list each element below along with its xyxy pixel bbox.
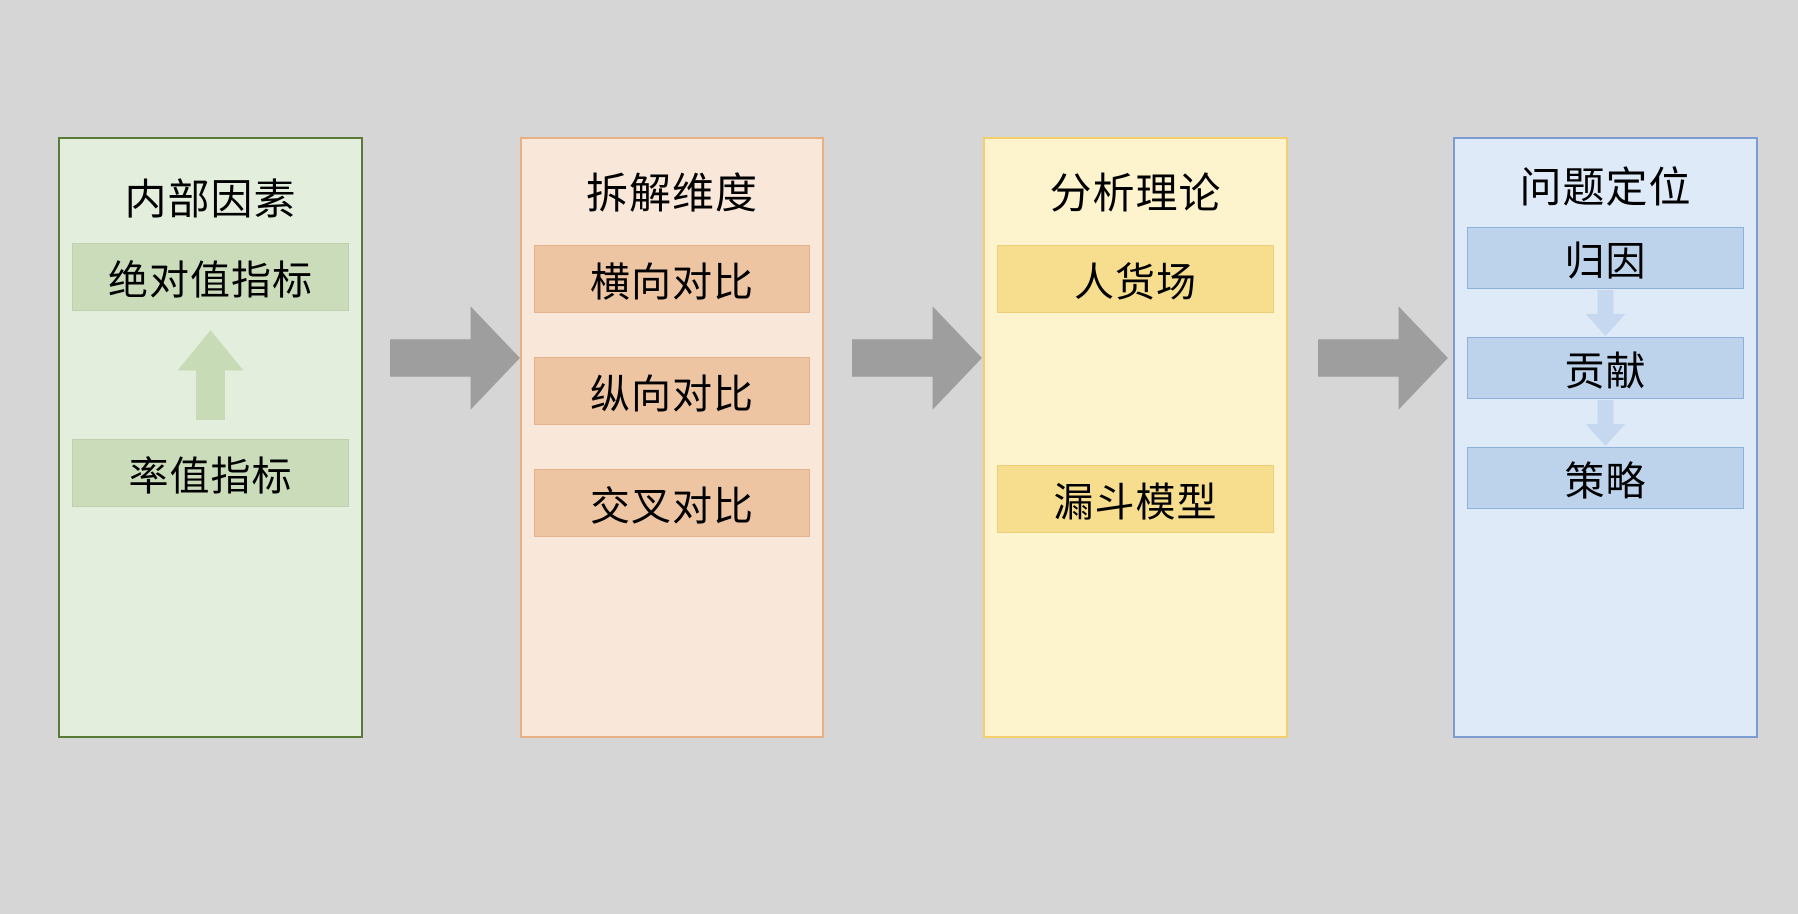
arrow-up-container xyxy=(60,311,361,439)
spacer xyxy=(522,313,822,357)
spacer xyxy=(985,389,1286,465)
item-horizontal-comparison[interactable]: 横向对比 xyxy=(534,245,810,313)
arrow-down-icon xyxy=(1585,290,1626,336)
panel-analysis-theory[interactable]: 分析理论 人货场 漏斗模型 xyxy=(983,137,1288,738)
item-attribution[interactable]: 归因 xyxy=(1467,227,1744,289)
arrow-right-icon xyxy=(852,306,982,410)
arrow-down-icon xyxy=(1585,400,1626,446)
arrow-up-icon xyxy=(177,330,244,420)
panel-title: 内部因素 xyxy=(124,176,297,223)
spacer xyxy=(985,313,1286,389)
panel-title: 问题定位 xyxy=(1519,164,1692,211)
item-strategy[interactable]: 策略 xyxy=(1467,447,1744,509)
connector-arrow-1 xyxy=(390,303,520,413)
arrow-right-icon xyxy=(390,306,520,410)
arrow-down-container-2 xyxy=(1455,399,1756,447)
item-people-goods-place[interactable]: 人货场 xyxy=(997,245,1274,313)
item-rate-value-metric[interactable]: 率值指标 xyxy=(72,439,349,507)
panel-title: 拆解维度 xyxy=(585,170,758,217)
panel-problem-location[interactable]: 问题定位 归因 贡献 策略 xyxy=(1453,137,1758,738)
panel-title: 分析理论 xyxy=(1049,170,1222,217)
arrow-right-icon xyxy=(1318,306,1448,410)
connector-arrow-2 xyxy=(852,303,982,413)
panel-breakdown-dimension[interactable]: 拆解维度 横向对比 纵向对比 交叉对比 xyxy=(520,137,824,738)
item-absolute-value-metric[interactable]: 绝对值指标 xyxy=(72,243,349,311)
item-funnel-model[interactable]: 漏斗模型 xyxy=(997,465,1274,533)
panel-internal-factors[interactable]: 内部因素 绝对值指标 率值指标 xyxy=(58,137,363,738)
connector-arrow-3 xyxy=(1318,303,1448,413)
arrow-down-container-1 xyxy=(1455,289,1756,337)
item-cross-comparison[interactable]: 交叉对比 xyxy=(534,469,810,537)
spacer xyxy=(522,425,822,469)
item-vertical-comparison[interactable]: 纵向对比 xyxy=(534,357,810,425)
item-contribution[interactable]: 贡献 xyxy=(1467,337,1744,399)
